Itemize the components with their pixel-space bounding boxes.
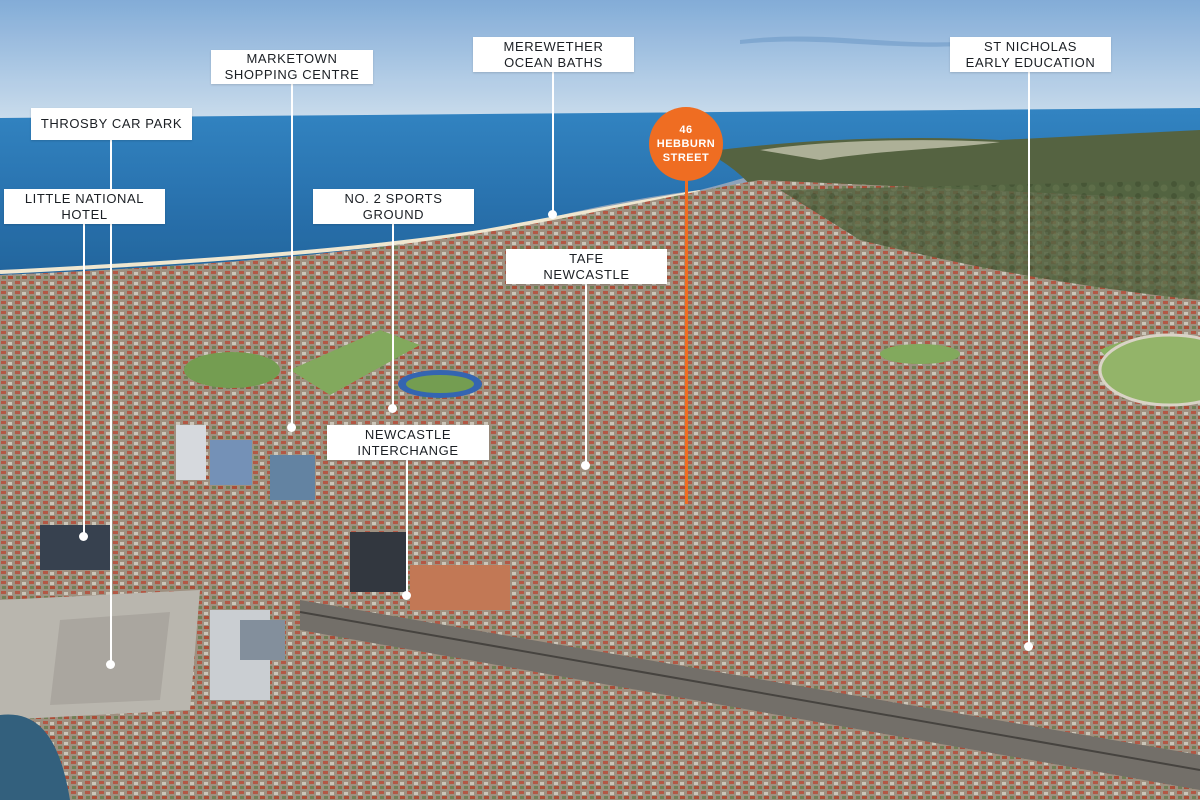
label-st-nicholas-early-education: ST NICHOLAS EARLY EDUCATION [950, 37, 1111, 72]
label-line: HOTEL [61, 206, 108, 222]
site-leader [685, 180, 688, 504]
label-line: INTERCHANGE [357, 442, 459, 458]
label-line: SHOPPING CENTRE [224, 67, 360, 82]
label-line: LITTLE NATIONAL [24, 190, 145, 206]
label-line: EARLY EDUCATION [965, 54, 1096, 70]
throsby-point [106, 660, 115, 669]
label-throsby-car-park: THROSBY CAR PARK [31, 108, 192, 140]
interchange-point [402, 591, 411, 600]
stnicholas-leader [1028, 71, 1030, 647]
site-marker-46-hebburn-street: 46 HEBBURN STREET [649, 107, 723, 181]
throsby-leader [110, 139, 112, 665]
littlenational-point [79, 532, 88, 541]
label-line: GROUND [362, 206, 425, 222]
label-little-national-hotel: LITTLE NATIONAL HOTEL [4, 189, 165, 224]
merewether-leader [552, 71, 554, 214]
label-line: MARKETOWN [246, 51, 338, 66]
label-line: TAFE [569, 250, 604, 266]
interchange-leader [406, 460, 408, 596]
label-marketown-shopping-centre: MARKETOWN SHOPPING CENTRE [211, 50, 373, 84]
label-line: NO. 2 SPORTS [344, 190, 443, 206]
label-line: ST NICHOLAS [983, 38, 1078, 54]
tafe-point [581, 461, 590, 470]
marketown-point [287, 423, 296, 432]
label-merewether-ocean-baths: MEREWETHER OCEAN BATHS [473, 37, 634, 72]
sports-point [388, 404, 397, 413]
label-newcastle-interchange: NEWCASTLE INTERCHANGE [327, 425, 489, 460]
stnicholas-point [1024, 642, 1033, 651]
tafe-leader [585, 284, 587, 466]
littlenational-leader [83, 224, 85, 537]
label-no2-sports-ground: NO. 2 SPORTS GROUND [313, 189, 474, 224]
label-line: THROSBY CAR PARK [40, 116, 183, 131]
label-tafe-newcastle: TAFE NEWCASTLE [506, 249, 667, 284]
label-line: MEREWETHER [503, 38, 604, 54]
merewether-point [548, 210, 557, 219]
site-line: STREET [662, 152, 710, 164]
site-line: HEBBURN [656, 138, 716, 150]
sports-leader [392, 224, 394, 410]
marketown-leader [291, 83, 293, 428]
label-line: NEWCASTLE [364, 426, 452, 442]
label-line: NEWCASTLE [543, 266, 630, 282]
site-line: 46 [679, 124, 693, 136]
label-line: OCEAN BATHS [504, 54, 603, 70]
